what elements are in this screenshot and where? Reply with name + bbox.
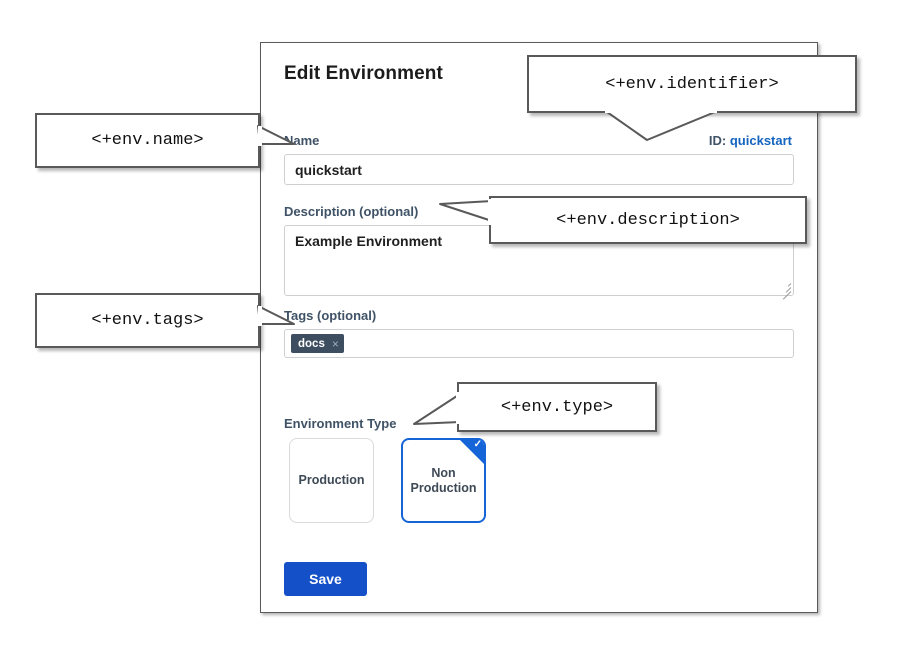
callout-tail-identifier [597, 110, 717, 146]
annotation-text: <+env.identifier> [605, 74, 779, 94]
callout-tail-tags [257, 305, 298, 334]
callout-tail-type [413, 392, 469, 430]
environment-id-prefix: ID: [708, 133, 727, 148]
environment-type-label: Environment Type [284, 416, 397, 431]
annotation-callout-env-tags: <+env.tags> [35, 293, 260, 348]
save-button[interactable]: Save [284, 562, 367, 596]
tags-input[interactable] [284, 329, 794, 358]
environment-id-value[interactable]: quickstart [729, 133, 792, 148]
annotation-callout-env-type: <+env.type> [457, 382, 657, 432]
selected-corner-ribbon [460, 440, 484, 464]
environment-type-option-label: Production [298, 473, 365, 487]
annotation-text: <+env.name> [91, 131, 204, 150]
page-title: Edit Environment [284, 63, 443, 84]
annotation-callout-env-description: <+env.description> [489, 196, 807, 244]
name-input[interactable] [284, 154, 794, 185]
environment-type-option-non-production[interactable]: Non Production ✓ [401, 438, 486, 523]
annotation-text: <+env.description> [556, 210, 740, 230]
tags-label: Tags (optional) [284, 308, 377, 323]
callout-tail-name [257, 125, 298, 154]
annotation-callout-env-identifier: <+env.identifier> [527, 55, 857, 113]
environment-id: ID: quickstart [709, 133, 792, 148]
environment-type-option-production[interactable]: Production [289, 438, 374, 523]
annotation-text: <+env.tags> [91, 311, 204, 330]
environment-type-option-label: Non Production [410, 465, 477, 495]
annotation-callout-env-name: <+env.name> [35, 113, 260, 168]
callout-tail-description [439, 199, 500, 229]
tag-chip-label: docs [298, 337, 325, 350]
close-icon[interactable]: × [331, 336, 339, 351]
check-icon: ✓ [473, 439, 482, 450]
annotation-text: <+env.type> [500, 397, 614, 417]
edit-environment-panel: Edit Environment Name ID: quickstart Des… [260, 42, 818, 613]
description-label: Description (optional) [284, 204, 419, 219]
tag-chip-docs[interactable]: docs × [291, 334, 344, 353]
